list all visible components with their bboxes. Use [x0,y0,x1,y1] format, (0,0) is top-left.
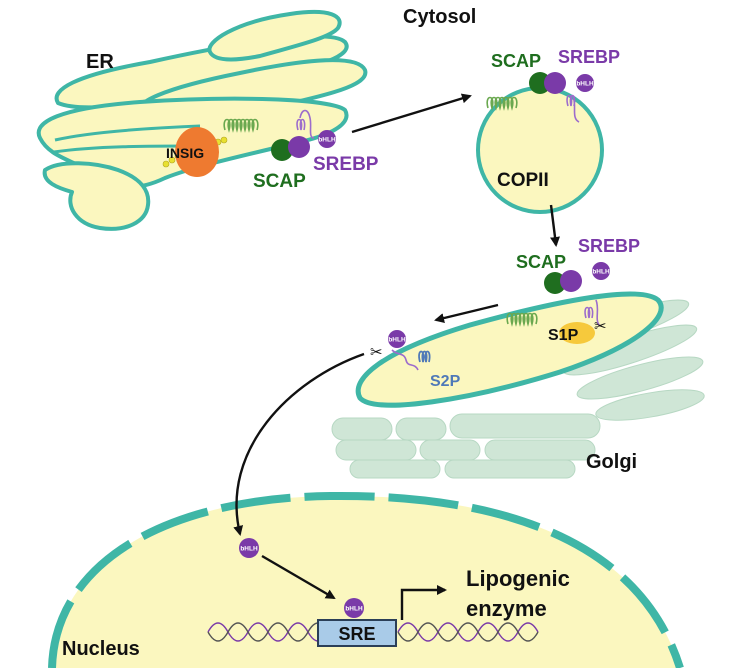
insig-label: INSIG [166,145,204,161]
er-scap-domain [271,139,293,161]
sre-label: SRE [338,624,375,644]
golgi-srebp-helix [584,299,601,327]
s1p-scissors-icon: ✂ [594,318,607,335]
golgi-bhlh-domain [592,262,610,280]
sre-bound-bhlh-domain [344,598,364,618]
copii-scap-label: SCAP [491,51,541,71]
golgi-scap-label: SCAP [516,252,566,272]
er-scap-helices [223,118,259,133]
nuclear-envelope [48,491,684,668]
lipogenic-label: Lipogenic [466,566,570,591]
pathway-arrows [233,93,560,620]
golgi-srebp-domain [560,270,582,292]
arrow-copii-to-golgi [549,204,560,247]
nuclear-bhlh-domain [239,538,259,558]
s2p-scissors-icon: ✂ [370,344,383,361]
cleaved-srebp-tail [391,349,419,371]
er-scap-label: SCAP [253,171,306,192]
copii-srebp-label: SREBP [558,47,620,67]
nuclear-bhlh-label: bHLH [240,546,258,553]
er-label: ER [86,51,114,73]
endoplasmic-reticulum [36,9,368,231]
arrow-transcription [400,585,447,620]
golgi-srebp-label: SREBP [578,236,640,256]
s2p-label: S2P [430,373,461,390]
s2p-helix [418,350,431,363]
er-srebp-domain [288,136,310,158]
er-bhlh-domain [318,130,336,148]
s1p-label: S1P [548,327,579,344]
cleaved-bhlh-domain [388,330,406,348]
copii-srebp-domain [544,72,566,94]
copii-srebp-helix [566,94,580,123]
dna-double-helix [207,622,539,642]
arrow-to-nucleus [233,352,365,536]
arrow-golgi-to-cleavage [434,303,499,323]
golgi-apparatus [331,299,705,479]
nucleus-label: Nucleus [62,638,140,660]
arrow-to-sre [261,554,336,600]
golgi-scap-domain [544,272,566,294]
copii-helices [486,96,518,111]
copii-label: COPII [497,170,549,191]
golgi-bhlh-label: bHLH [592,269,610,276]
golgi-cisterna [355,291,664,408]
arrow-er-to-copii [351,93,472,134]
sre-box [317,619,397,647]
er-srebp-label: SREBP [313,154,379,175]
er-lumen [54,124,201,142]
sre-bound-bhlh-label: bHLH [345,606,363,613]
copii-bhlh-label: bHLH [576,81,594,88]
s1p-protease [559,322,595,344]
cytosol-label: Cytosol [403,6,476,28]
er-bhlh-label: bHLH [318,137,336,144]
insig-protein [175,127,219,177]
golgi-label: Golgi [586,451,637,473]
golgi-helices [506,312,538,327]
er-srebp-helix [296,109,315,139]
enzyme-label: enzyme [466,596,547,621]
cleaved-bhlh-label: bHLH [388,337,406,344]
copii-bhlh-domain [576,74,594,92]
